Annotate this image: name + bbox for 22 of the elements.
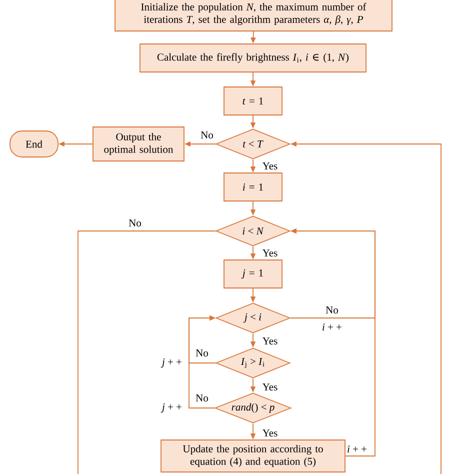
edge-label: No (128, 218, 142, 228)
edge-label: No (194, 348, 210, 358)
loop-label: j + + (160, 402, 183, 414)
process-box: i = 1 (224, 172, 282, 202)
terminal-box: End (10, 130, 58, 158)
process-box: Update the position according to equation (4) and equation (5) (160, 440, 346, 472)
edge-label: No (324, 306, 340, 314)
loop-label: i + + (321, 322, 343, 332)
edge-label: No (194, 394, 210, 402)
edge-label: Yes (261, 336, 279, 346)
edge-label: Yes (261, 248, 279, 258)
process-box: t = 1 (224, 86, 282, 116)
edge-label: Yes (261, 162, 279, 170)
process-box: Initialize the population N, the maximum number of iterations T, set the algorithm parameters α, β, γ, P (114, 0, 392, 32)
edge-label: No (200, 130, 214, 140)
process-box: Output the optimal solution (92, 126, 184, 162)
edge-label: i + + (346, 444, 368, 454)
edge-label: Yes (261, 428, 279, 438)
loop-label: j + + (160, 357, 183, 369)
edge-label: Yes (261, 382, 279, 392)
process-box: Calculate the firefly brightness I$_{i}$, i ∈ (1, N) (140, 44, 366, 72)
process-box: j = 1 (224, 260, 282, 288)
